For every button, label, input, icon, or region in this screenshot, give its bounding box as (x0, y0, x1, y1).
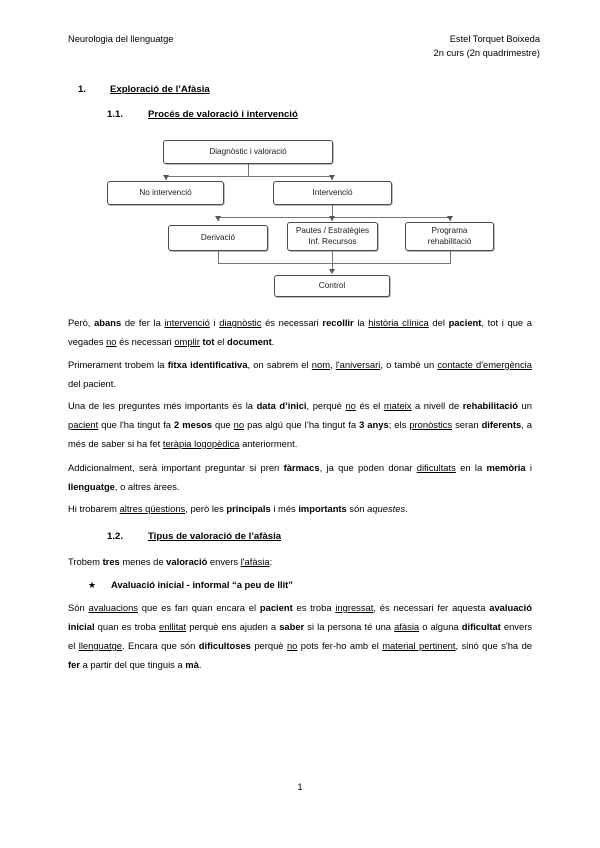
flowchart-node-control[interactable]: Control (274, 275, 390, 297)
flowchart-node-intervencio-label: Intervenció (312, 187, 353, 197)
flowchart-node-programa-line1: Programa (431, 226, 468, 235)
flowchart-node-derivacio[interactable]: Derivació (168, 225, 268, 251)
arrow-to-no-intervencio (162, 175, 169, 180)
header-author-name: Estel Torquet Boixeda (449, 34, 540, 44)
flowchart-node-programa-rehabilitacio[interactable]: Programa rehabilitació (405, 222, 494, 251)
paragraph-farmacs: Addicionalment, serà important preguntar… (68, 462, 532, 492)
star-bullet-icon: ★ (88, 580, 97, 590)
connector-derivacio-down (218, 251, 219, 263)
flowchart-node-intervencio[interactable]: Intervenció (273, 181, 392, 205)
connector-to-derivacio (218, 217, 219, 221)
heading-section-1-2: 1.2. Tipus de valoració de l’afàsia (107, 531, 281, 542)
flowchart-node-pautes-estrategies[interactable]: Pautes / Estratègies Inf. Recursos (287, 222, 378, 251)
connector-pautes-down (332, 251, 333, 263)
arrow-to-pautes (328, 216, 335, 221)
connector-row3-bus (218, 217, 450, 218)
paragraph-fitxa-identificativa: Primerament trobem la fitxa identificati… (68, 359, 532, 389)
flowchart-node-pautes-line1: Pautes / Estratègies (295, 226, 370, 235)
flowchart-node-derivacio-label: Derivació (200, 232, 236, 242)
connector-to-intervencio (332, 176, 333, 180)
connector-control-bus (218, 263, 451, 264)
flowchart-node-diagnostic-label: Diagnòstic i valoració (209, 146, 287, 156)
connector-control-stem (332, 263, 333, 270)
list-item-avaluacio-inicial: ★ Avaluació inicial - informal “a peu de… (88, 575, 528, 595)
heading-section-1-title: Exploració de l’Afàsia (110, 84, 210, 95)
arrow-to-intervencio (328, 175, 335, 180)
flowchart-node-pautes-label: Pautes / Estratègies Inf. Recursos (296, 226, 369, 247)
heading-section-1-2-number: 1.2. (107, 531, 124, 542)
heading-section-1-number: 1. (78, 84, 87, 95)
header-course-title: Neurologia del llenguatge (68, 34, 174, 44)
connector-to-no-intervencio (166, 176, 167, 180)
flowchart-node-programa-label: Programa rehabilitació (428, 226, 472, 247)
paragraph-avaluacions-ingressat: Són avaluacions que es fan quan encara e… (68, 602, 533, 670)
page-number: 1 (297, 782, 303, 792)
paragraph-intervencio-diagnostic: Però, abans de fer la intervenció i diag… (68, 317, 532, 347)
paragraph-data-inici: Una de les preguntes més importants és l… (68, 400, 532, 449)
heading-section-1-1-title: Procés de valoració i intervenció (148, 109, 298, 120)
connector-to-pautes (332, 217, 333, 221)
arrow-to-derivacio (214, 216, 221, 221)
heading-section-1-1-number: 1.1. (107, 109, 124, 120)
header-author-block: Estel Torquet Boixeda 2n curs (2n quadri… (434, 32, 540, 60)
flowchart-node-programa-line2: rehabilitació (427, 236, 472, 246)
flowchart-node-pautes-line2: Inf. Recursos (308, 236, 357, 246)
flowchart-node-no-intervencio[interactable]: No intervenció (107, 181, 224, 205)
header-term: 2n curs (2n quadrimestre) (433, 48, 540, 58)
heading-section-1-1: 1.1. Procés de valoració i intervenció (107, 109, 298, 120)
arrow-to-programa (446, 216, 453, 221)
connector-intervencio-stem (332, 205, 333, 218)
flowchart-node-diagnostic[interactable]: Diagnòstic i valoració (163, 140, 333, 164)
flowchart-node-no-intervencio-label: No intervenció (139, 187, 192, 197)
document-header: Neurologia del llenguatge Estel Torquet … (68, 32, 540, 60)
connector-to-programa (450, 217, 451, 221)
connector-programa-down (450, 251, 451, 263)
heading-section-1-2-title: Tipus de valoració de l’afàsia (148, 531, 282, 542)
arrow-to-control (328, 269, 335, 274)
connector-row2-bus (166, 176, 333, 177)
connector-diagnostic-stem (248, 164, 249, 177)
list-item-avaluacio-inicial-label: Avaluació inicial - informal “a peu de l… (111, 579, 293, 590)
flowchart-node-control-label: Control (318, 280, 346, 290)
paragraph-altres-questions: Hi trobarem altres qüestions, però les p… (68, 503, 408, 514)
heading-section-1: 1. Exploració de l’Afàsia (78, 84, 210, 95)
paragraph-tres-menes-valoracio: Trobem tres menes de valoració envers l'… (68, 556, 273, 567)
